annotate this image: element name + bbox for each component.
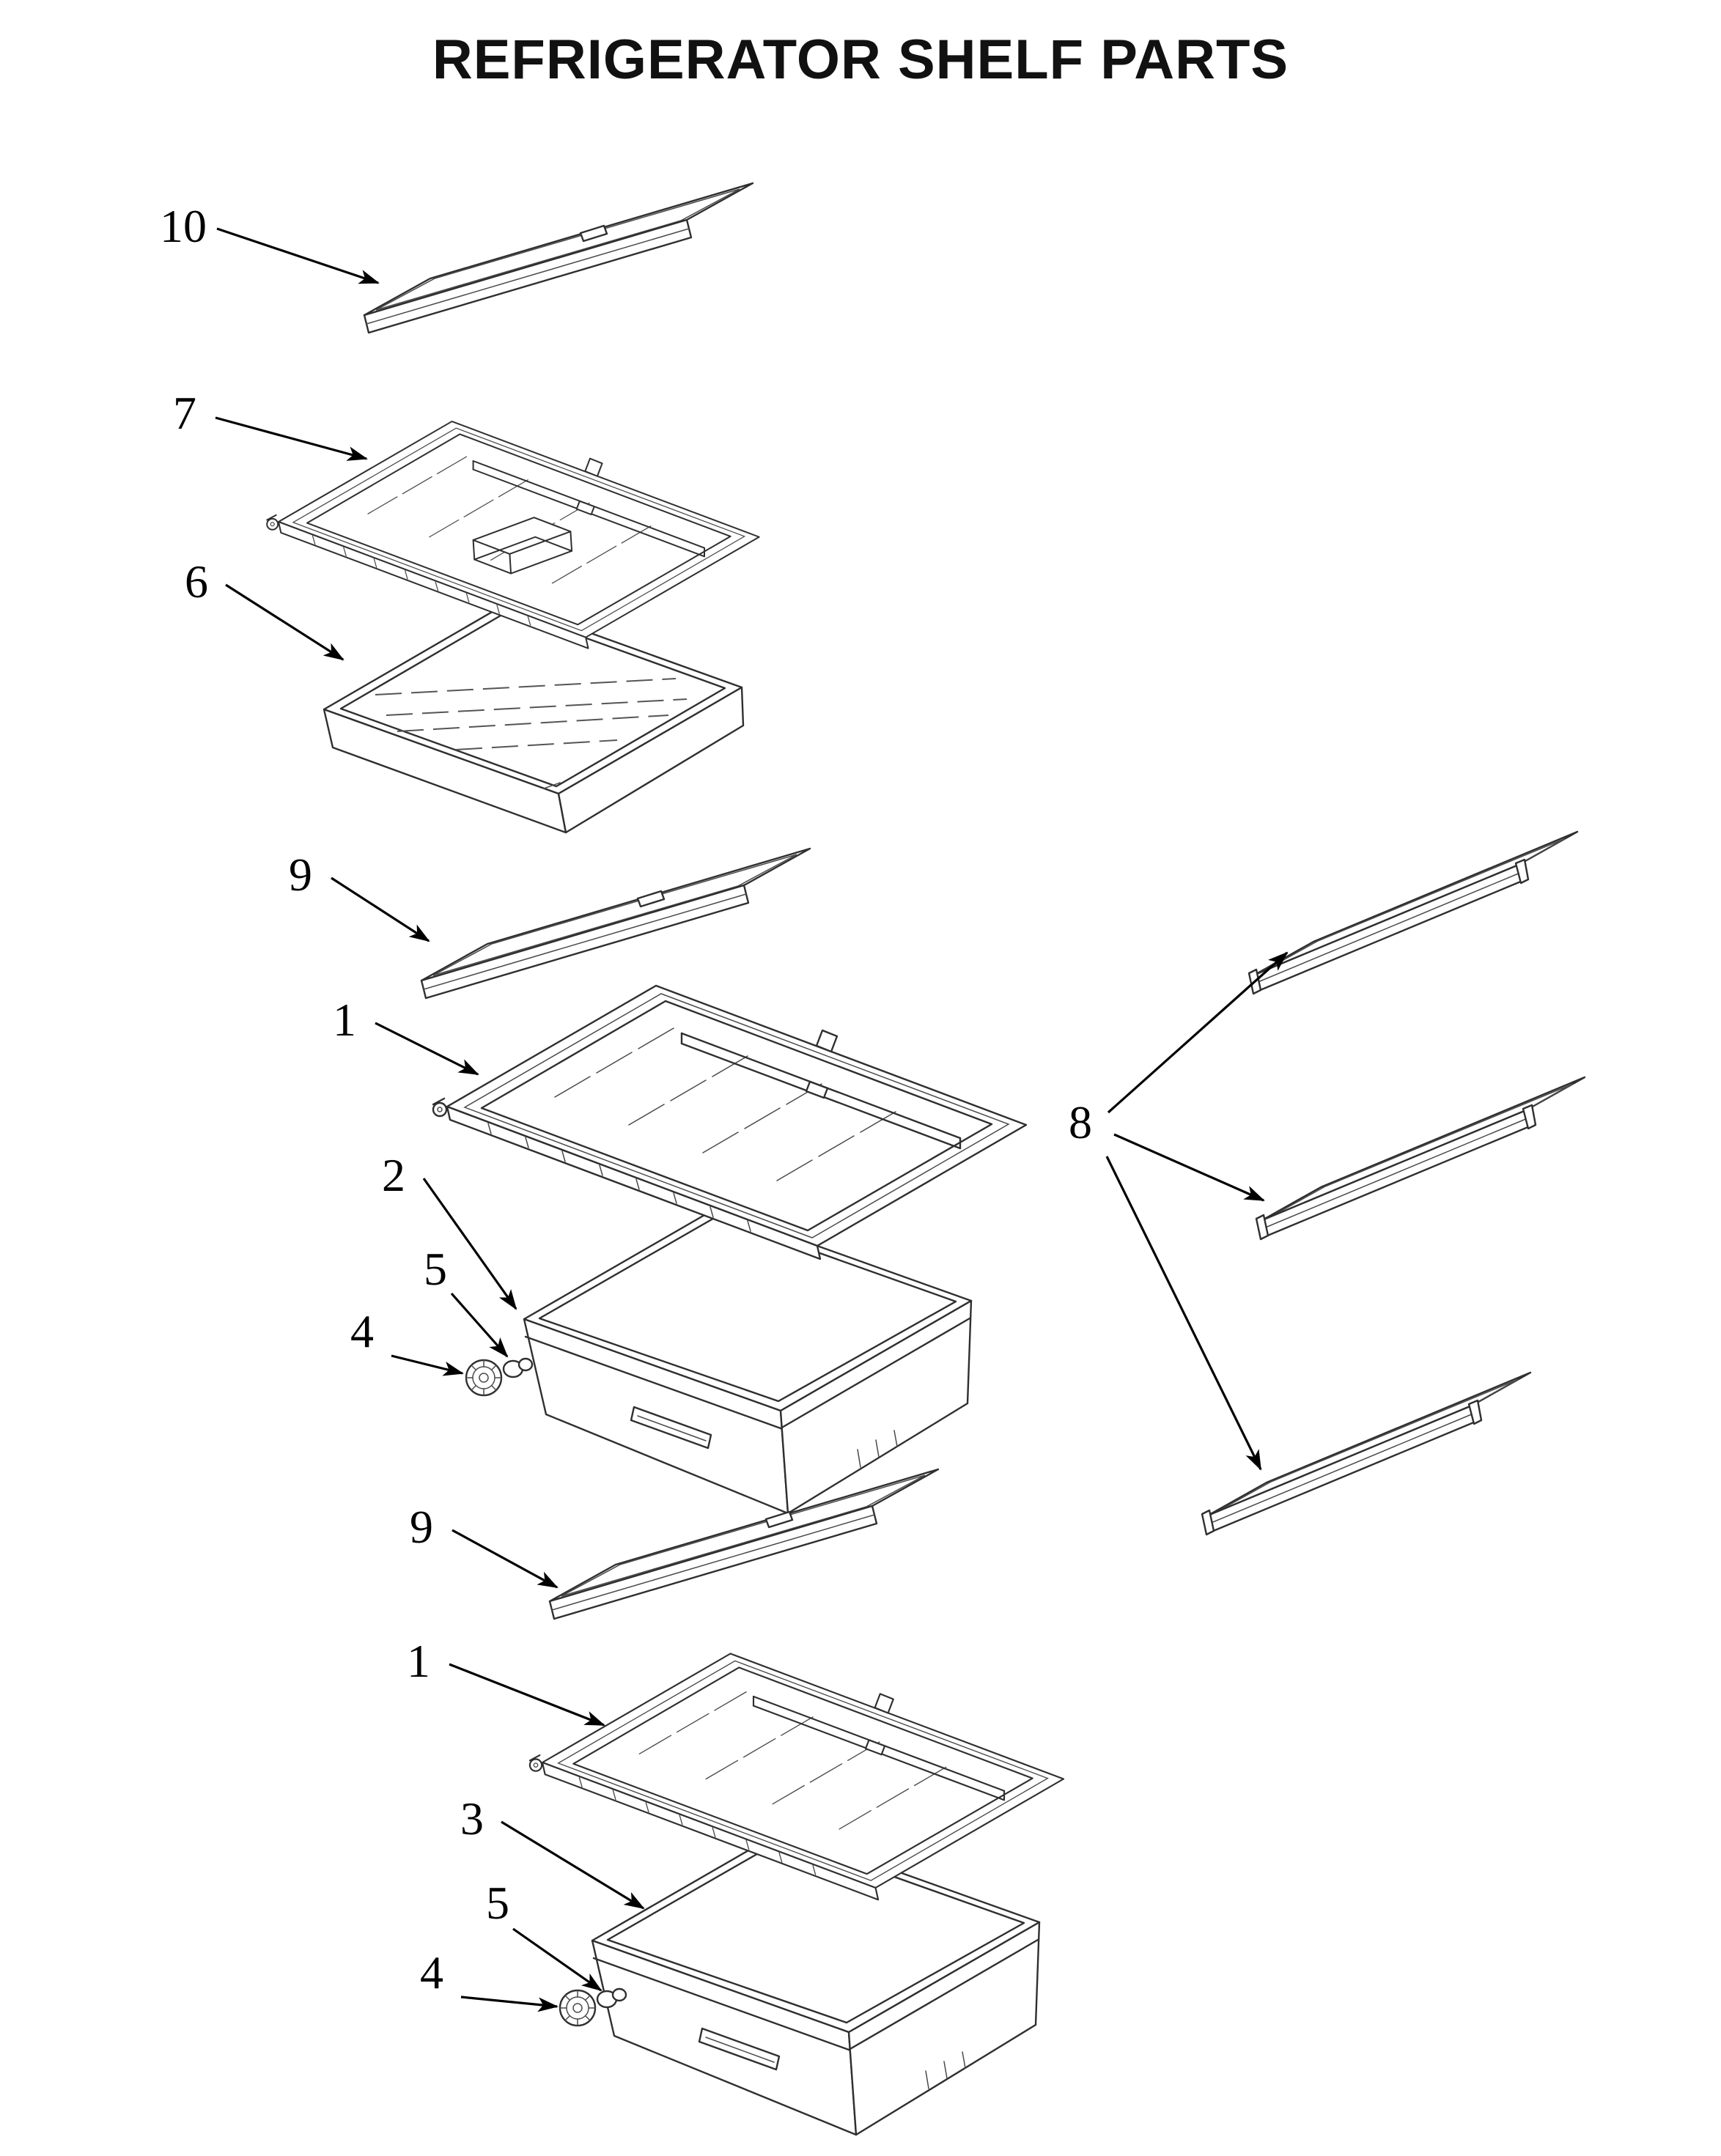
callout-4-lower-label: 4	[420, 1946, 443, 1998]
callout-9-upper-label: 9	[289, 849, 312, 901]
callout-5-lower-label: 5	[486, 1877, 509, 1929]
callout-4-upper-arrow	[391, 1354, 464, 1376]
callout-7-label: 7	[173, 387, 196, 439]
callout-8-arrow-middle	[1113, 1133, 1265, 1202]
part-4-5-fastener-upper	[465, 1357, 534, 1397]
part-10-glass-cover-shelf	[363, 182, 754, 334]
callout-8: 8	[1069, 951, 1289, 1471]
diagram-title: REFRIGERATOR SHELF PARTS	[432, 29, 1289, 91]
callout-8-arrow-bottom	[1105, 1156, 1262, 1471]
callout-9-lower-label: 9	[410, 1501, 433, 1553]
callout-2-label: 2	[382, 1149, 405, 1201]
callout-5-upper-label: 5	[424, 1243, 447, 1295]
callout-1-upper: 1	[333, 994, 479, 1076]
callout-5-lower: 5	[486, 1877, 602, 1992]
callout-7: 7	[173, 387, 368, 461]
callout-9-upper-arrow	[331, 876, 430, 942]
part-6-crisper-pan	[323, 602, 745, 834]
callout-10-label: 10	[160, 200, 207, 252]
part-7-framed-shelf	[266, 421, 760, 649]
callout-4-upper-label: 4	[350, 1305, 374, 1357]
callout-5-lower-arrow	[512, 1927, 602, 1992]
callout-8-arrow-top	[1107, 951, 1289, 1114]
callout-3: 3	[460, 1793, 645, 1910]
callout-8-label: 8	[1069, 1096, 1092, 1148]
part-9-glass-cover-upper	[420, 847, 811, 1000]
callout-10: 10	[160, 200, 380, 284]
part-7-pocket	[472, 517, 573, 575]
callout-6-arrow	[225, 583, 344, 661]
callout-3-label: 3	[460, 1793, 484, 1845]
part-8-shelf-top	[1248, 830, 1579, 995]
part-1-framed-shelf-upper	[432, 984, 1028, 1260]
callout-1-lower-arrow	[449, 1663, 605, 1727]
part-8-shelf-bottom	[1201, 1371, 1532, 1536]
callout-1-lower: 1	[407, 1635, 605, 1727]
part-2-drawer	[523, 1208, 973, 1515]
part-8-shelf-middle	[1255, 1076, 1586, 1241]
callout-5-upper: 5	[424, 1243, 509, 1358]
callout-7-arrow	[215, 416, 368, 461]
callout-1-lower-label: 1	[407, 1635, 430, 1687]
callout-3-arrow	[501, 1820, 645, 1910]
callout-1-upper-arrow	[375, 1022, 479, 1076]
callout-9-lower: 9	[410, 1501, 559, 1589]
part-1-framed-shelf-lower	[528, 1653, 1065, 1901]
callout-4-lower: 4	[420, 1946, 559, 2012]
callout-6-label: 6	[185, 555, 208, 608]
callout-9-upper: 9	[289, 849, 430, 942]
callout-2-arrow	[422, 1178, 517, 1310]
callout-4-upper: 4	[350, 1305, 464, 1376]
callout-2: 2	[382, 1149, 517, 1310]
callout-10-arrow	[216, 227, 380, 284]
callout-5-upper-arrow	[450, 1292, 509, 1358]
callout-9-lower-arrow	[452, 1529, 559, 1589]
callout-6: 6	[185, 555, 344, 661]
callout-1-upper-label: 1	[333, 994, 356, 1046]
callout-4-lower-arrow	[460, 1996, 559, 2012]
